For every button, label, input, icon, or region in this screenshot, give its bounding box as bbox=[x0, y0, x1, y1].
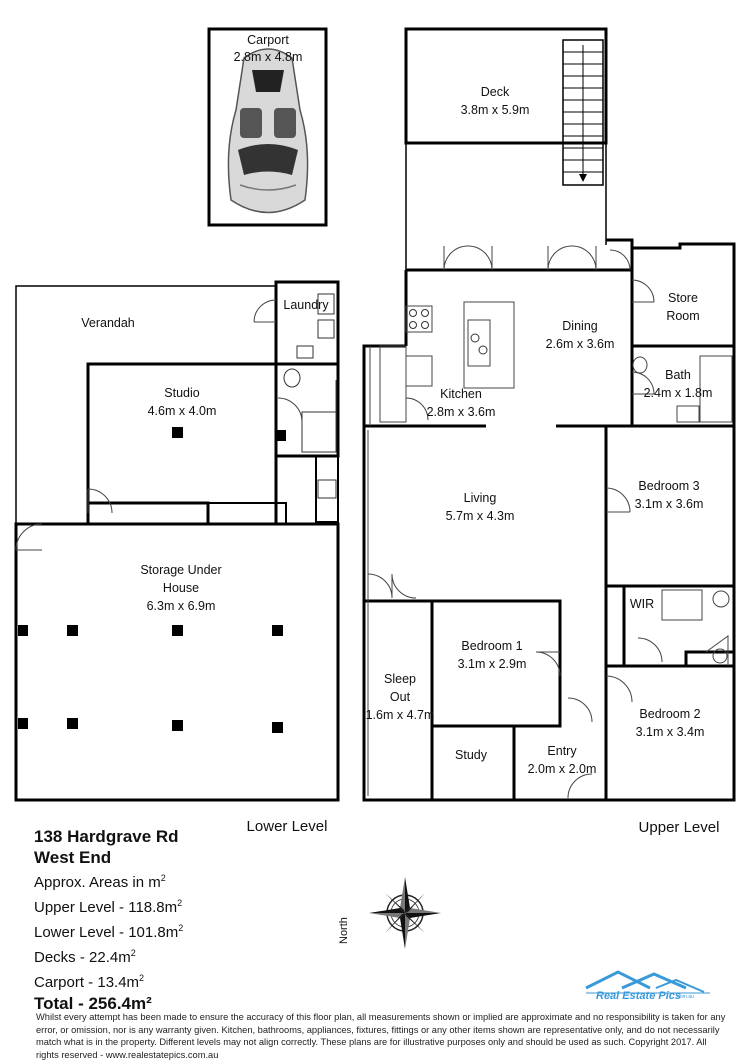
sleep-out-line1: Sleep bbox=[384, 672, 416, 686]
sleep-out-line2: Out bbox=[390, 690, 411, 704]
storage-name-line1: Storage Under bbox=[140, 563, 221, 577]
address-line1: 138 Hardgrave Rd bbox=[34, 827, 179, 846]
laundry-label: Laundry bbox=[283, 298, 329, 312]
kitchen-size: 2.8m x 3.6m bbox=[427, 405, 496, 419]
entry-name: Entry bbox=[547, 744, 577, 758]
kitchen-name: Kitchen bbox=[440, 387, 482, 401]
logo-subtext: .com.au bbox=[676, 994, 694, 1000]
upper-level: Dining 2.6m x 3.6m Store Room Kitchen 2.… bbox=[335, 238, 736, 836]
upper-level-area: Upper Level - 118.8m2 bbox=[34, 898, 183, 916]
disclaimer: Whilst every attempt has been made to en… bbox=[36, 1012, 726, 1060]
living-size: 5.7m x 4.3m bbox=[446, 509, 515, 523]
car-icon bbox=[227, 48, 309, 214]
lower-level: Verandah Laundry Studio 4.6m x 4.0m Stor… bbox=[14, 280, 340, 835]
deck-name: Deck bbox=[481, 85, 510, 99]
studio-size: 4.6m x 4.0m bbox=[148, 404, 217, 418]
study-label: Study bbox=[455, 748, 488, 762]
bedroom1-size: 3.1m x 2.9m bbox=[458, 657, 527, 671]
studio-name: Studio bbox=[164, 386, 199, 400]
verandah-label: Verandah bbox=[81, 316, 135, 330]
bedroom3-size: 3.1m x 3.6m bbox=[635, 497, 704, 511]
decks-area: Decks - 22.4m2 bbox=[34, 948, 136, 966]
carport-size: 2.8m x 4.8m bbox=[234, 50, 303, 64]
posts bbox=[18, 427, 286, 733]
deck: Deck 3.8m x 5.9m bbox=[404, 27, 608, 270]
storage-name-line2: House bbox=[163, 581, 199, 595]
storage-size: 6.3m x 6.9m bbox=[147, 599, 216, 613]
bedroom1-name: Bedroom 1 bbox=[461, 639, 522, 653]
dining-size: 2.6m x 3.6m bbox=[546, 337, 615, 351]
dining-name: Dining bbox=[562, 319, 597, 333]
bath-name: Bath bbox=[665, 368, 691, 382]
carport-area: Carport - 13.4m2 bbox=[34, 973, 145, 991]
property-info: 138 Hardgrave Rd West End Approx. Areas … bbox=[34, 826, 354, 1015]
upper-level-label: Upper Level bbox=[639, 819, 720, 836]
bedroom3-name: Bedroom 3 bbox=[638, 479, 699, 493]
bath-size: 2.4m x 1.8m bbox=[644, 386, 713, 400]
compass-north-label: North bbox=[338, 917, 350, 944]
logo-text: Real Estate Pics bbox=[596, 990, 681, 1002]
address-line2: West End bbox=[34, 848, 112, 867]
lower-level-label: Lower Level bbox=[247, 818, 328, 835]
store-room-line1: Store bbox=[668, 291, 698, 305]
lower-level-area: Lower Level - 101.8m2 bbox=[34, 923, 184, 941]
bedroom2-name: Bedroom 2 bbox=[639, 707, 700, 721]
entry-size: 2.0m x 2.0m bbox=[528, 762, 597, 776]
total-area: Total - 256.4m² bbox=[34, 994, 152, 1013]
wir-label: WIR bbox=[630, 597, 654, 611]
living-name: Living bbox=[464, 491, 497, 505]
bedroom2-size: 3.1m x 3.4m bbox=[636, 725, 705, 739]
compass-rose-icon bbox=[369, 877, 441, 949]
areas-heading: Approx. Areas in m2 bbox=[34, 873, 166, 891]
sleep-out-size: 1.6m x 4.7m bbox=[366, 708, 435, 722]
stairs bbox=[562, 39, 604, 186]
deck-size: 3.8m x 5.9m bbox=[461, 103, 530, 117]
logo-icon bbox=[585, 970, 710, 994]
carport-name: Carport bbox=[247, 33, 289, 47]
store-room-line2: Room bbox=[666, 309, 699, 323]
carport: Carport 2.8m x 4.8m bbox=[207, 27, 328, 227]
